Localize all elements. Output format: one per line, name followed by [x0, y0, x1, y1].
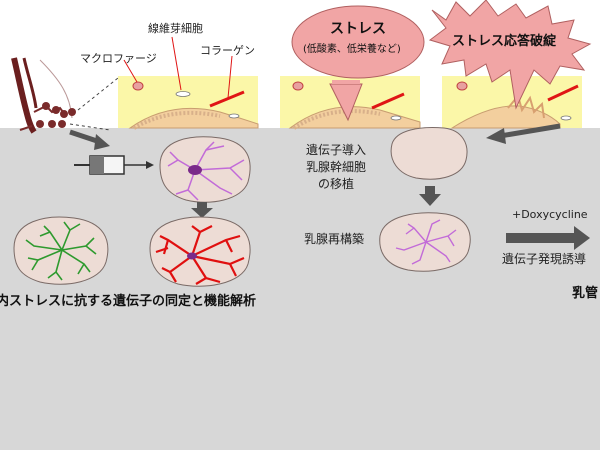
- label-transplant: 遺伝子導入 乳腺幹細胞 の移植: [306, 143, 367, 191]
- tissue-branch-illustration: [11, 57, 119, 134]
- cell-green: [13, 216, 109, 285]
- stress-breakdown-starburst: [428, 0, 592, 110]
- label-macrophage: マクロファージ: [80, 52, 157, 65]
- cell-injected: [159, 136, 251, 203]
- label-gene-induction: 遺伝子発現誘導: [502, 252, 587, 266]
- tissue-panel-normal: [118, 76, 259, 130]
- cell-red: [149, 216, 251, 287]
- stress-subtitle: (低酸素、低栄養など): [303, 44, 401, 55]
- cell-reconstructed: [379, 212, 471, 272]
- stress-callout: [291, 5, 425, 122]
- tissue-panel-breakdown: [442, 76, 582, 129]
- arrow-down-right: [419, 186, 441, 206]
- label-collagen: コラーゲン: [200, 44, 255, 57]
- label-pointers: [123, 36, 233, 99]
- syringe-illustration: [74, 155, 154, 175]
- label-fibroblast: 線維芽細胞: [148, 22, 203, 35]
- arrow-top-right: [486, 123, 561, 144]
- arrow-doxycycline: [506, 226, 590, 250]
- caption-left: 内ストレスに抗する遺伝子の同定と機能解析: [0, 294, 257, 309]
- arrow-top-left: [69, 129, 110, 150]
- caption-right: 乳管: [572, 286, 599, 301]
- bottom-panel: [0, 128, 600, 450]
- label-reconstruct: 乳腺再構築: [304, 232, 365, 246]
- arrow-down-left: [191, 202, 213, 218]
- cell-transplant: [390, 127, 468, 180]
- label-doxycycline: +Doxycycline: [512, 208, 588, 221]
- stress-title: ストレス: [330, 21, 386, 37]
- stress-breakdown-label: ストレス応答破綻: [452, 34, 557, 49]
